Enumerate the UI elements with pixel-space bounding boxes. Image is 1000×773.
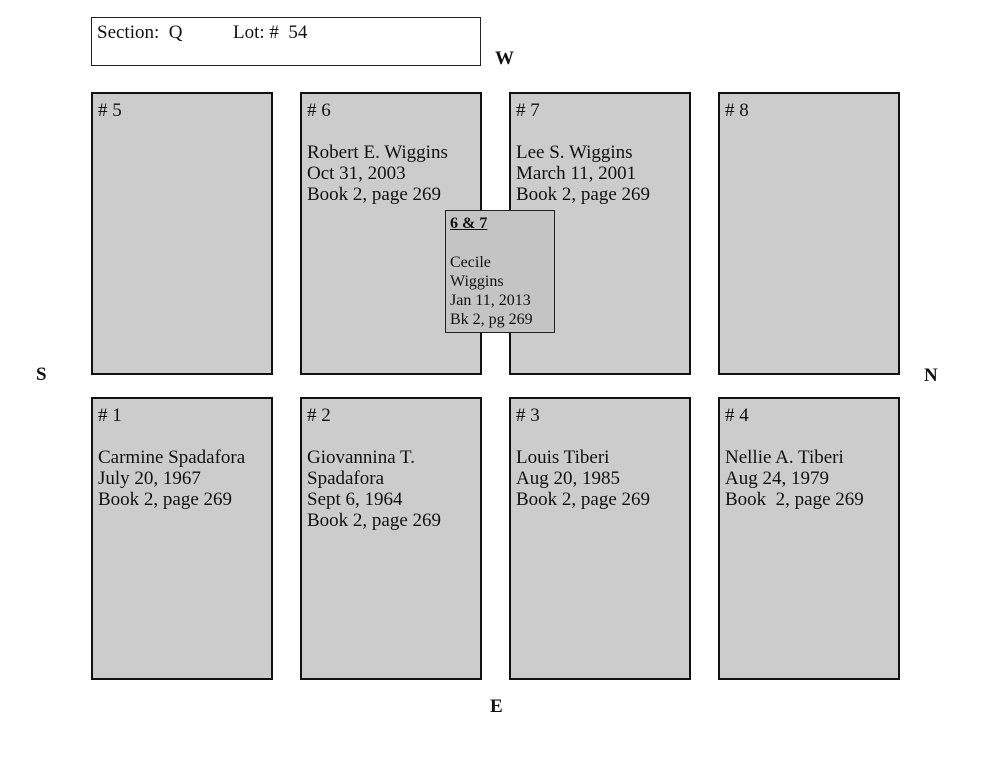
plot-7: # 7 Lee S. Wiggins March 11, 2001 Book 2… [509,92,691,375]
plot-4: # 4 Nellie A. Tiberi Aug 24, 1979 Book 2… [718,397,900,680]
burial-name: Giovannina T. [307,447,415,468]
burial-name-cont: Spadafora [307,468,385,489]
burial-name-cont: Wiggins [450,273,504,290]
burial-name: Lee S. Wiggins [516,142,633,163]
burial-record: Bk 2, pg 269 [450,311,533,328]
plot-number: # 6 [307,100,331,121]
plot-number: # 8 [725,100,749,121]
plot-burial-info: Robert E. Wiggins Oct 31, 2003 Book 2, p… [307,142,448,205]
plot-burial-info: Nellie A. Tiberi Aug 24, 1979 Book 2, pa… [725,447,864,510]
plot-number: # 5 [98,100,122,121]
plot-number: # 1 [98,405,122,426]
compass-south: S [36,364,47,385]
burial-record: Book 2, page 269 [307,184,442,205]
burial-record: Book 2, page 269 [516,489,651,510]
lot-header-box: Section: Q Lot: # 54 [91,17,481,66]
plot-number: # 4 [725,405,749,426]
burial-name: Nellie A. Tiberi [725,447,844,468]
burial-date: March 11, 2001 [516,163,637,184]
shared-plot-6-7: 6 & 7 Cecile Wiggins Jan 11, 2013 Bk 2, … [445,210,555,333]
plot-burial-info: Carmine Spadafora July 20, 1967 Book 2, … [98,447,245,510]
shared-burial-info: Cecile Wiggins Jan 11, 2013 Bk 2, pg 269 [450,253,533,329]
plot-burial-info: Lee S. Wiggins March 11, 2001 Book 2, pa… [516,142,650,205]
plot-burial-info: Giovannina T. Spadafora Sept 6, 1964 Boo… [307,447,441,531]
burial-name: Carmine Spadafora [98,447,246,468]
burial-date: Aug 20, 1985 [516,468,620,489]
burial-record: Book 2, page 269 [98,489,233,510]
burial-date: July 20, 1967 [98,468,201,489]
compass-west: W [495,48,514,69]
burial-date: Sept 6, 1964 [307,489,403,510]
plot-1: # 1 Carmine Spadafora July 20, 1967 Book… [91,397,273,680]
burial-record: Book 2, page 269 [516,184,651,205]
burial-date: Aug 24, 1979 [725,468,829,489]
compass-north: N [924,365,938,386]
compass-east: E [490,696,503,717]
burial-name: Louis Tiberi [516,447,610,468]
burial-record: Book 2, page 269 [307,510,442,531]
burial-date: Jan 11, 2013 [450,292,531,309]
plot-burial-info: Louis Tiberi Aug 20, 1985 Book 2, page 2… [516,447,650,510]
burial-record: Book 2, page 269 [725,489,864,510]
burial-date: Oct 31, 2003 [307,163,406,184]
plot-3: # 3 Louis Tiberi Aug 20, 1985 Book 2, pa… [509,397,691,680]
plot-number: # 2 [307,405,331,426]
burial-name: Robert E. Wiggins [307,142,448,163]
plot-5: # 5 [91,92,273,375]
plot-number: # 3 [516,405,540,426]
plot-number: # 7 [516,100,540,121]
section-label: Section: Q [97,22,183,43]
lot-label: Lot: # 54 [233,22,308,43]
plot-8: # 8 [718,92,900,375]
plot-2: # 2 Giovannina T. Spadafora Sept 6, 1964… [300,397,482,680]
shared-plot-title: 6 & 7 [450,215,488,232]
burial-name: Cecile [450,254,491,271]
